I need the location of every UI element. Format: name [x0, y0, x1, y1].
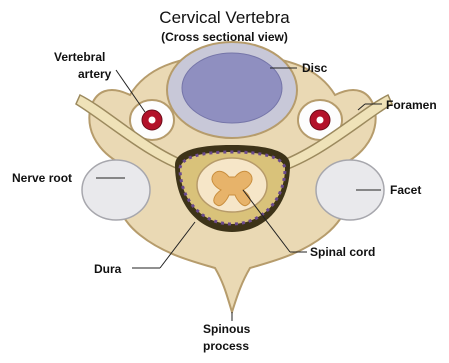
facet-left	[82, 160, 150, 220]
label-facet: Facet	[390, 183, 421, 197]
label-spinal-cord: Spinal cord	[310, 245, 375, 259]
label-vertebral-artery-line2: artery	[78, 67, 111, 81]
label-spinous-process-line2: process	[203, 339, 249, 353]
label-spinous-process-line1: Spinous	[203, 322, 250, 336]
label-foramen: Foramen	[386, 98, 437, 112]
diagram-subtitle: (Cross sectional view)	[0, 30, 449, 44]
label-nerve-root: Nerve root	[12, 171, 72, 185]
vertebral-artery-left-core	[149, 117, 156, 124]
disc-inner	[182, 53, 282, 123]
diagram-title: Cervical Vertebra	[0, 8, 449, 28]
vertebral-artery-right-core	[317, 117, 324, 124]
label-dura: Dura	[94, 262, 121, 276]
label-vertebral-artery-line1: Vertebral	[54, 50, 105, 64]
label-disc: Disc	[302, 61, 327, 75]
